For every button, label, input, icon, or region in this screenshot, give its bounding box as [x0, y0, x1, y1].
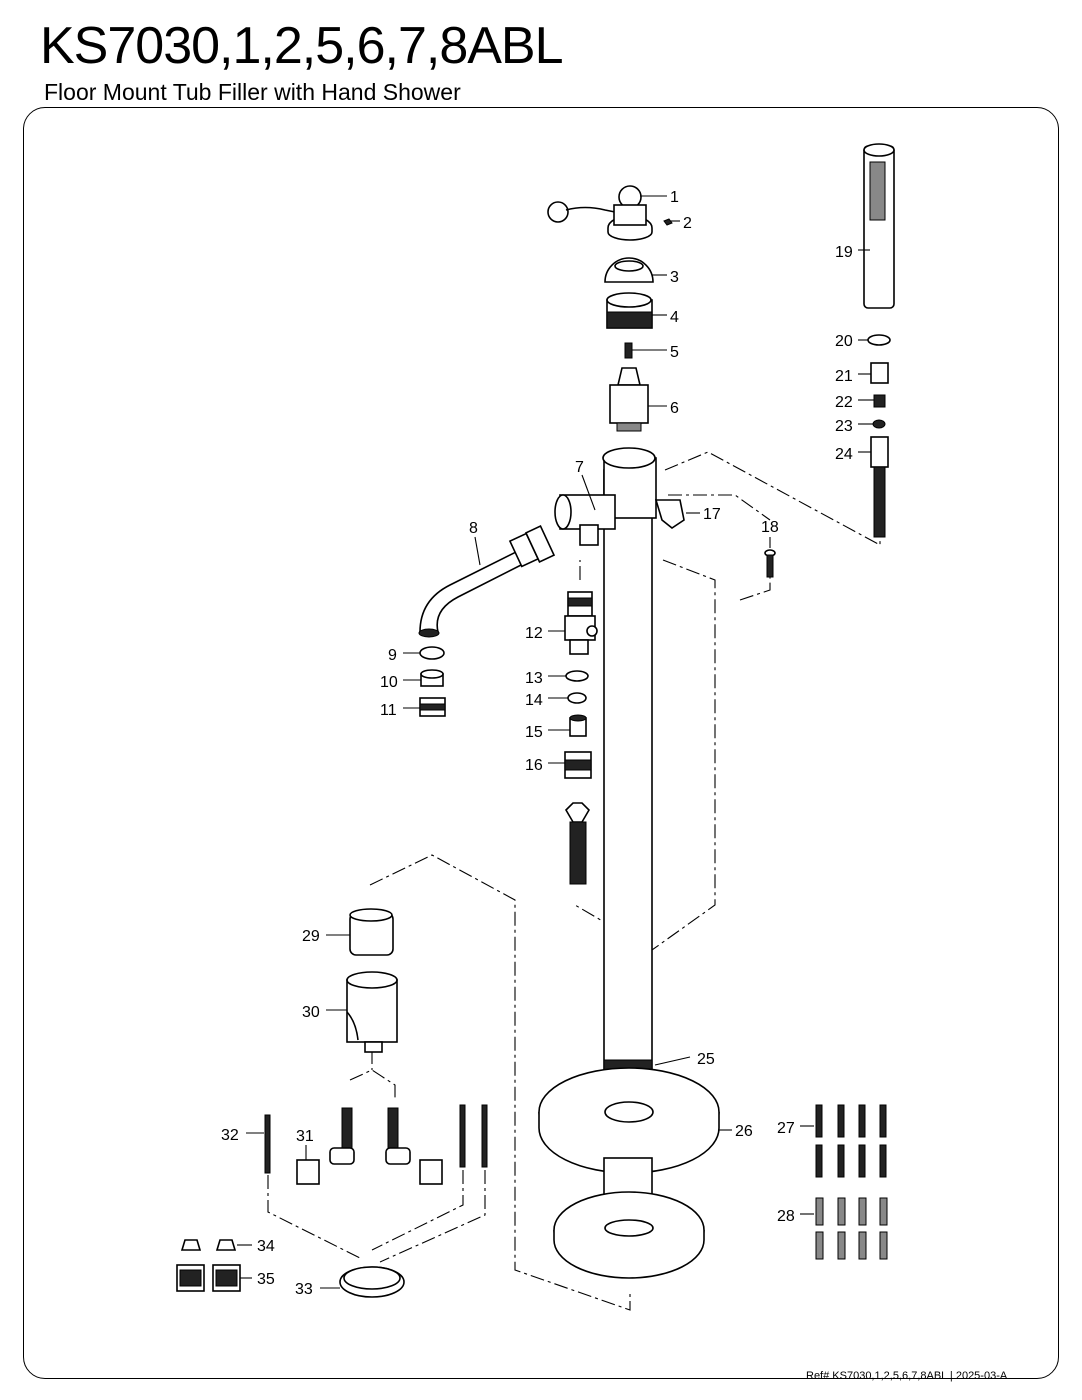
- callout-20: 20: [835, 333, 853, 350]
- hand-shower-holder: [654, 499, 685, 529]
- callout-26: 26: [735, 1123, 753, 1140]
- callout-5: 5: [670, 344, 679, 361]
- callout-15: 15: [525, 724, 543, 741]
- hose-washer: [872, 419, 886, 429]
- callout-32: 32: [221, 1127, 239, 1144]
- hose-nut: [564, 751, 592, 779]
- callout-13: 13: [525, 670, 543, 687]
- callout-25: 25: [697, 1051, 715, 1068]
- tub-spout: [418, 525, 556, 638]
- aerator: [419, 697, 446, 717]
- callout-7: 7: [575, 459, 584, 476]
- lever-handle: [547, 185, 653, 241]
- hose-connector: [870, 362, 889, 384]
- long-screws: [264, 1104, 488, 1174]
- callout-4: 4: [670, 309, 679, 326]
- callout-1: 1: [670, 189, 679, 206]
- cartridge: [609, 367, 649, 432]
- dome-cap: [604, 257, 654, 283]
- shower-hose: [870, 436, 889, 538]
- spout-column: [603, 469, 653, 1136]
- reference-footer: Ref# KS7030,1,2,5,6,7,8ABL | 2025-03-A: [806, 1370, 1008, 1382]
- callout-28: 28: [777, 1208, 795, 1225]
- callout-21: 21: [835, 368, 853, 385]
- callout-14: 14: [525, 692, 543, 709]
- callout-12: 12: [525, 625, 543, 642]
- callout-33: 33: [295, 1281, 313, 1298]
- flow-restrictor: [873, 394, 886, 408]
- callout-24: 24: [835, 446, 853, 463]
- callout-2: 2: [683, 215, 692, 232]
- callout-30: 30: [302, 1004, 320, 1021]
- callout-29: 29: [302, 928, 320, 945]
- callout-23: 23: [835, 418, 853, 435]
- set-screw: [663, 218, 673, 226]
- spring: [624, 342, 633, 359]
- valve-body: [554, 447, 657, 546]
- page-title: KS7030,1,2,5,6,7,8ABL: [40, 17, 564, 75]
- trim-cap: [349, 908, 394, 956]
- supply-elbow: [296, 1107, 443, 1185]
- mounting-screw: [764, 549, 776, 578]
- bonnet-nut: [606, 292, 653, 329]
- page-subtitle: Floor Mount Tub Filler with Hand Shower: [44, 79, 461, 105]
- compression-sleeves: [180, 1239, 237, 1251]
- compression-nuts: [176, 1264, 241, 1292]
- mounting-ring: [339, 1266, 405, 1298]
- anchor-set: [815, 1197, 888, 1260]
- callout-19: 19: [835, 244, 853, 261]
- o-ring: [567, 692, 587, 704]
- diverter: [564, 591, 598, 655]
- bolt-set: [815, 1104, 887, 1178]
- internal-hose: [564, 802, 591, 885]
- callout-34: 34: [257, 1238, 275, 1255]
- hose-adapter: [569, 714, 587, 737]
- callout-31: 31: [296, 1128, 314, 1145]
- callout-3: 3: [670, 269, 679, 286]
- hand-shower-washer: [867, 334, 891, 346]
- callout-18: 18: [761, 519, 779, 536]
- callout-11: 11: [380, 702, 397, 719]
- callout-35: 35: [257, 1271, 275, 1288]
- floor-flange-plate: [553, 1191, 705, 1279]
- callout-9: 9: [388, 647, 397, 664]
- spout-washer: [419, 646, 445, 660]
- callout-8: 8: [469, 520, 478, 537]
- callout-leaders: [237, 195, 874, 1289]
- callout-numbers: 1 2 3 4 5 6 7 8 9 10 11 12 13 14 15 16 1…: [221, 189, 853, 1298]
- diagram-frame: [23, 107, 1059, 1379]
- aerator-ring: [420, 669, 444, 687]
- diverter-washer: [565, 670, 589, 682]
- callout-10: 10: [380, 674, 398, 691]
- hand-shower: [863, 143, 895, 309]
- callout-16: 16: [525, 757, 543, 774]
- shower-holder-sleeve: [346, 971, 398, 1053]
- callout-27: 27: [777, 1120, 795, 1137]
- callout-17: 17: [703, 506, 721, 523]
- callout-6: 6: [670, 400, 679, 417]
- callout-22: 22: [835, 394, 853, 411]
